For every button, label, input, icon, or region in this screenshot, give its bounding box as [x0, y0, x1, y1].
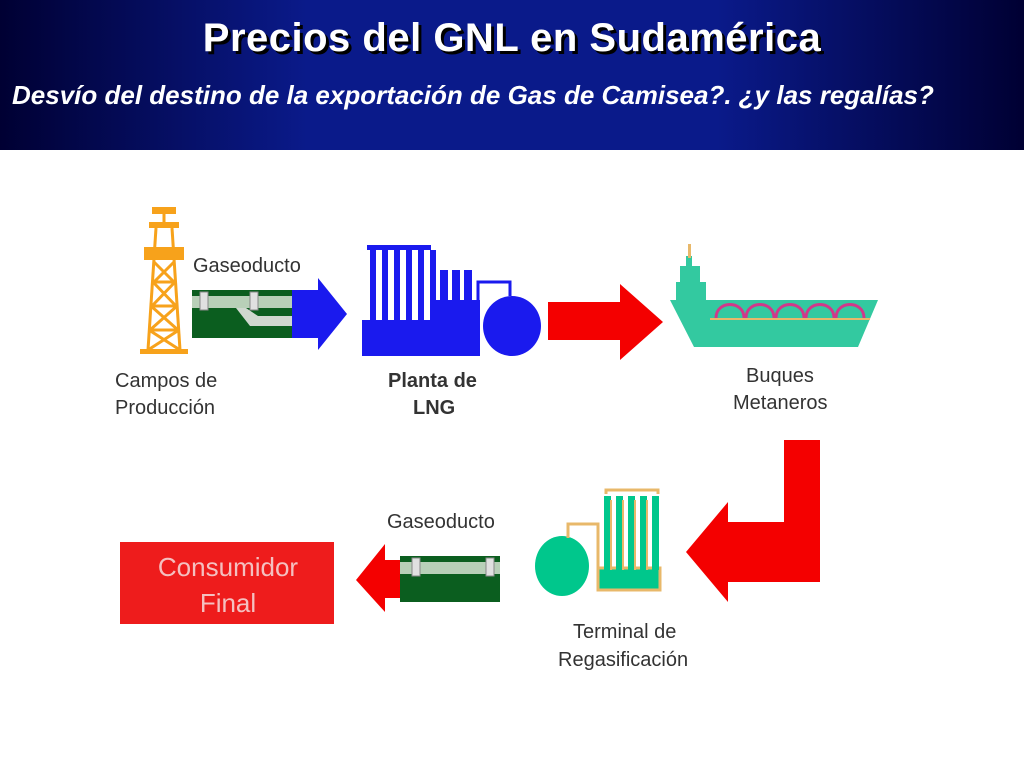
planta-label-line1: Planta de: [388, 370, 477, 392]
slide-title: Precios del GNL en Sudamérica: [202, 16, 822, 60]
flow-arrow-blue: [292, 278, 347, 350]
consumidor-label-line2: Final: [200, 588, 256, 618]
terminal-label-line2: Regasificación: [558, 649, 688, 671]
pipeline-icon-2: [400, 556, 500, 602]
flow-arrow-red-bent: [686, 440, 820, 602]
consumidor-label-line1: Consumidor: [158, 552, 299, 582]
buques-label-line2: Metaneros: [733, 392, 828, 414]
slide-subtitle: Desvío del destino de la exportación de …: [12, 80, 934, 110]
campos-label-line1: Campos de: [115, 370, 217, 392]
pipeline-icon-1: [192, 290, 292, 338]
planta-label-line2: LNG: [413, 397, 455, 419]
buques-label-line1: Buques: [746, 365, 814, 387]
gaseoducto-label-2: Gaseoducto: [387, 511, 495, 533]
lng-plant-icon: [362, 245, 541, 356]
consumidor-final-box: Consumidor Final: [120, 542, 334, 624]
lng-ship-icon: [670, 244, 878, 347]
flow-arrow-red-2: [356, 544, 400, 612]
flow-arrow-red-1: [548, 284, 663, 360]
campos-label-line2: Producción: [115, 397, 215, 419]
derrick-icon: [140, 207, 188, 354]
slide-header: Precios del GNL en Sudamérica Desvío del…: [0, 0, 1024, 150]
gaseoducto-label-1: Gaseoducto: [193, 255, 301, 277]
terminal-label-line1: Terminal de: [573, 621, 676, 643]
regasification-terminal-icon: [535, 488, 662, 596]
